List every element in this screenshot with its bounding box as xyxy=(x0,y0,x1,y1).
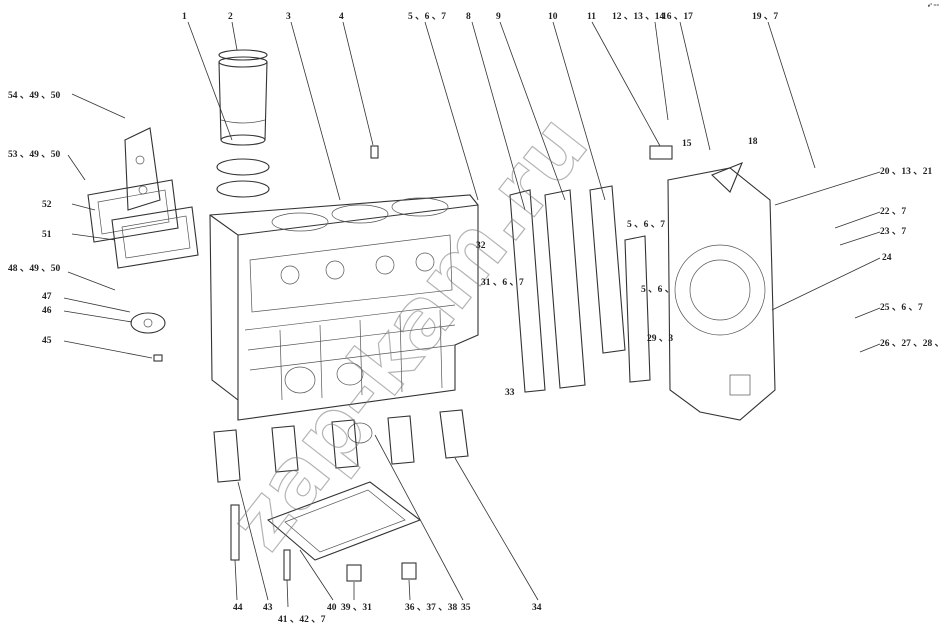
small-dowel xyxy=(370,145,379,159)
callout-label: 3 xyxy=(286,12,291,22)
callout-label: 5 、6 、7 xyxy=(627,220,665,230)
callout-label: 25 、6 、7 xyxy=(880,303,923,313)
callout-label: 16 、17 xyxy=(662,12,693,22)
callout-label: 29 、3 xyxy=(647,334,673,344)
callout-label: 1 xyxy=(182,12,187,22)
callout-label: 32 xyxy=(476,241,486,251)
callout-label: 9 xyxy=(496,12,501,22)
watermark-text: zap-kam.ru xyxy=(211,98,607,567)
callout-label: 19 、7 xyxy=(752,12,778,22)
callout-label: 51 xyxy=(42,230,52,240)
callout-label: 33 xyxy=(505,388,515,398)
cylinder-block xyxy=(209,194,479,444)
callout-label: 52 xyxy=(42,200,52,210)
callout-label: 8 xyxy=(466,12,471,22)
callout-label: 44 xyxy=(233,603,243,613)
corner-mark: e° == xyxy=(928,4,939,9)
seal-15 xyxy=(649,145,673,160)
callout-label: 34 xyxy=(532,603,542,613)
callout-label: 36 、37 、38 xyxy=(405,603,458,613)
callout-label: 11 xyxy=(587,12,596,22)
cap-18 xyxy=(710,162,744,193)
callout-label: 40 xyxy=(327,603,337,613)
callout-label: 41 、42 、7 xyxy=(278,615,326,625)
cover-plate-52 xyxy=(87,179,179,243)
flywheel-housing xyxy=(667,167,776,421)
small-flange-46 xyxy=(130,312,166,334)
callout-label: 5 、6 、7 xyxy=(408,12,446,22)
plug-45 xyxy=(153,354,163,362)
callout-label: 10 xyxy=(548,12,558,22)
callout-labels: e° == 1 2 3 4 5 、6 、7 8 9 10 11 12 、13 、… xyxy=(8,4,944,625)
bracket xyxy=(124,127,161,211)
callout-label: 12 、13 、14 xyxy=(612,12,665,22)
liner-seal-rings xyxy=(216,158,270,198)
gasket-51 xyxy=(111,206,199,269)
callout-label: 35 xyxy=(461,603,471,613)
callout-label: 5 、6 、 xyxy=(641,285,674,295)
drain-plugs xyxy=(283,549,417,582)
callout-label: 23 、7 xyxy=(880,227,906,237)
callout-label: 45 xyxy=(42,336,52,346)
main-bearing-caps xyxy=(213,409,469,483)
callout-label: 26 、27 、28 、 xyxy=(880,339,944,349)
callout-label: 46 xyxy=(42,306,52,316)
callout-label: 15 xyxy=(682,139,692,149)
callout-label: 43 xyxy=(263,603,273,613)
callout-label: 48 、49 、50 xyxy=(8,264,61,274)
callout-label: 53 、49 、50 xyxy=(8,150,61,160)
callout-label: 47 xyxy=(42,292,52,302)
callout-label: 4 xyxy=(339,12,344,22)
callout-label: 20 、13 、21 xyxy=(880,167,933,177)
leader-lines xyxy=(63,21,881,608)
callout-label: 22 、7 xyxy=(880,207,906,217)
callout-label: 31 、6 、7 xyxy=(481,278,524,288)
cylinder-liner xyxy=(218,49,268,146)
callout-label: 18 xyxy=(748,137,758,147)
callout-label: 24 xyxy=(882,253,892,263)
callout-label: 54 、49 、50 xyxy=(8,91,61,101)
callout-label: 2 xyxy=(228,12,233,22)
callout-label: 39 、31 xyxy=(341,603,372,613)
